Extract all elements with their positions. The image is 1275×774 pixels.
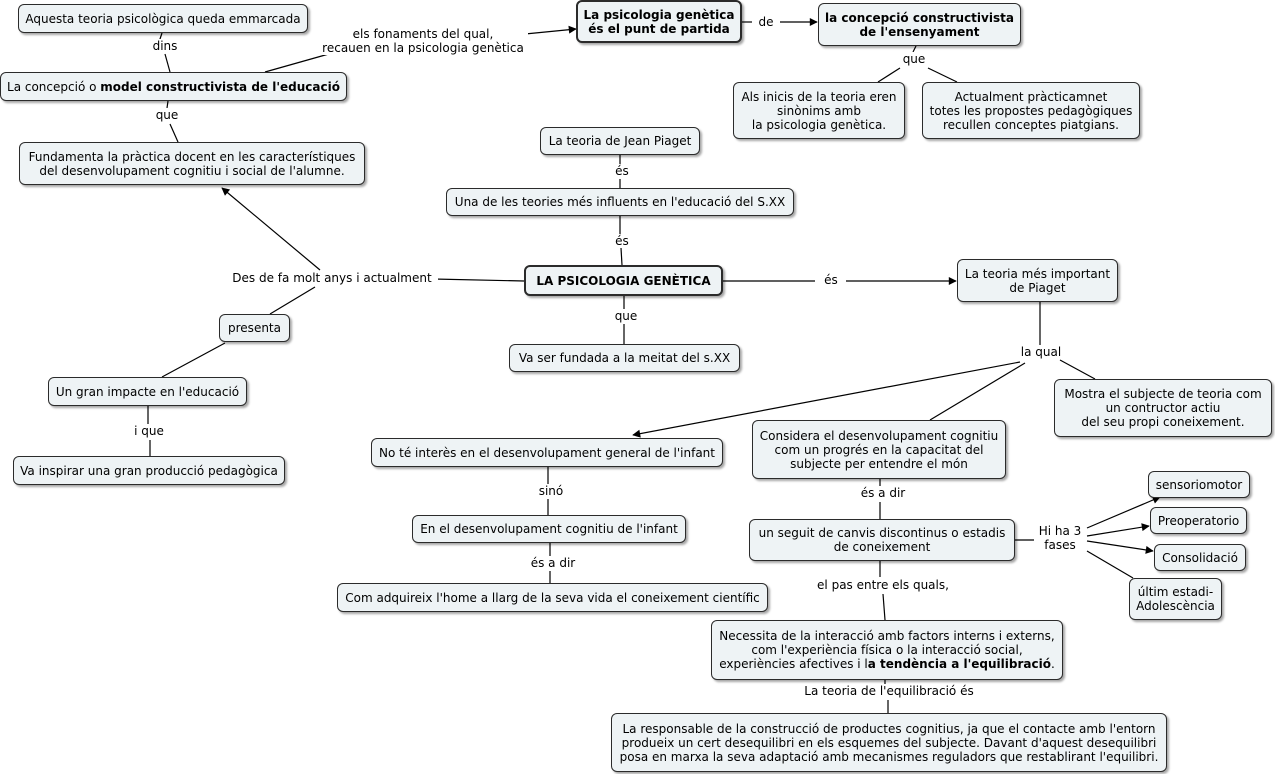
node-text: Necessita de la interacció amb factors i… bbox=[719, 629, 1055, 671]
edge-que-fundamenta bbox=[169, 123, 179, 143]
node-desenvolupament-cognitiu[interactable]: En el desenvolupament cognitiu de l'infa… bbox=[412, 515, 686, 543]
node-text: Va ser fundada a la meitat del s.XX bbox=[518, 351, 731, 365]
edge-model-que bbox=[166, 100, 169, 109]
node-text: Un gran impacte en l'educació bbox=[55, 384, 240, 399]
edge-laqual-considera bbox=[929, 362, 1026, 421]
node-text: Preoperatorio bbox=[1157, 513, 1240, 528]
edge-desde-presenta bbox=[269, 286, 316, 315]
link-label-es-piaget: és bbox=[608, 164, 636, 178]
node-canvis-discontinus[interactable]: un seguit de canvis discontinus o estadi… bbox=[749, 519, 1015, 561]
node-ultim-estadi[interactable]: últim estadi-Adolescència bbox=[1129, 578, 1222, 620]
node-text: No té interès en el desenvolupament gene… bbox=[378, 445, 715, 460]
node-text: últim estadi-Adolescència bbox=[1136, 585, 1215, 613]
node-text: LA PSICOLOGIA GENÈTICA bbox=[536, 273, 711, 288]
node-text: La concepció o model constructivista de … bbox=[7, 79, 340, 94]
node-psicologia-genetica[interactable]: LA PSICOLOGIA GENÈTICA bbox=[524, 265, 723, 296]
node-va-inspirar[interactable]: Va inspirar una gran producció pedagògic… bbox=[13, 456, 285, 485]
link-label-es-a-dir-canvis: és a dir bbox=[854, 486, 912, 500]
node-necessita[interactable]: Necessita de la interacció amb factors i… bbox=[711, 620, 1063, 680]
node-text: La responsable de la construcció de prod… bbox=[619, 721, 1159, 764]
edge-hiha-consolidacio bbox=[1086, 540, 1154, 554]
edge-hiha-preoperatorio bbox=[1086, 523, 1150, 537]
node-fundada[interactable]: Va ser fundada a la meitat del s.XX bbox=[509, 344, 740, 372]
edge-pas-necessita bbox=[882, 593, 886, 621]
edge-hiha-ultim bbox=[1086, 550, 1134, 579]
node-responsable[interactable]: La responsable de la construcció de prod… bbox=[611, 713, 1167, 772]
node-text: Aquesta teoria psicològica queda emmarca… bbox=[25, 11, 301, 26]
edge-fonaments-punt bbox=[524, 25, 577, 35]
edge-laqual-mostra bbox=[1059, 359, 1096, 380]
edge-presenta-impacte bbox=[161, 342, 226, 378]
node-text: Com adquireix l'home a llarg de la seva … bbox=[345, 590, 760, 605]
node-no-te-interes[interactable]: No té interès en el desenvolupament gene… bbox=[371, 438, 723, 467]
node-consolidacio[interactable]: Consolidació bbox=[1154, 544, 1246, 571]
link-label-la-qual: la qual bbox=[1014, 345, 1068, 359]
link-label-sino: sinó bbox=[532, 484, 570, 498]
link-label-equilibracio: La teoria de l'equilibració és bbox=[798, 684, 980, 698]
link-label-el-pas: el pas entre els quals, bbox=[812, 578, 954, 592]
edge-que-inicis bbox=[877, 67, 901, 83]
link-label-es-important: és bbox=[816, 273, 846, 287]
node-presenta[interactable]: presenta bbox=[219, 314, 290, 342]
node-com-adquireix[interactable]: Com adquireix l'home a llarg de la seva … bbox=[337, 583, 768, 612]
edge-que-actualment bbox=[927, 67, 958, 83]
link-label-de: de bbox=[752, 15, 780, 29]
link-label-que-fundada: que bbox=[608, 309, 644, 323]
node-aquesta-teoria[interactable]: Aquesta teoria psicològica queda emmarca… bbox=[18, 4, 308, 33]
edge-central-desde bbox=[432, 278, 525, 282]
edge-concepcio-que bbox=[912, 45, 917, 53]
edge-es-central bbox=[620, 247, 623, 266]
node-text: un seguit de canvis discontinus o estadi… bbox=[758, 526, 1006, 554]
link-label-es-influents: és bbox=[608, 234, 636, 248]
node-text: Consolidació bbox=[1162, 550, 1238, 565]
node-jean-piaget[interactable]: La teoria de Jean Piaget bbox=[540, 127, 700, 155]
node-teories-influents[interactable]: Una de les teories més influents en l'ed… bbox=[446, 188, 794, 216]
node-text: sensoriomotor bbox=[1155, 477, 1243, 492]
link-label-que-model: que bbox=[150, 108, 184, 122]
node-fundamenta[interactable]: Fundamenta la pràctica docent en les car… bbox=[19, 142, 365, 185]
link-label-fonaments: els fonaments del qual,recauen en la psi… bbox=[318, 27, 528, 55]
node-text: En el desenvolupament cognitiu de l'infa… bbox=[420, 522, 678, 536]
edge-desde-fundamenta bbox=[221, 187, 321, 271]
node-gran-impacte[interactable]: Un gran impacte en l'educació bbox=[48, 377, 247, 406]
node-text: Una de les teories més influents en l'ed… bbox=[454, 195, 786, 209]
link-label-i-que: i que bbox=[127, 424, 171, 438]
edge-hiha-sensoriomotor bbox=[1086, 496, 1161, 529]
node-text: presenta bbox=[228, 321, 281, 335]
link-label-que-concepcio: que bbox=[898, 52, 930, 66]
node-sensoriomotor[interactable]: sensoriomotor bbox=[1148, 471, 1250, 498]
node-text: La teoria de Jean Piaget bbox=[548, 134, 692, 148]
node-preoperatorio[interactable]: Preoperatorio bbox=[1150, 507, 1247, 534]
node-text: Va inspirar una gran producció pedagògic… bbox=[20, 463, 278, 478]
node-model-constructivista[interactable]: La concepció o model constructivista de … bbox=[0, 72, 347, 101]
node-text: Fundamenta la pràctica docent en les car… bbox=[28, 149, 356, 178]
edge-dins-model bbox=[164, 53, 171, 73]
link-label-des-de: Des de fa molt anys i actualment bbox=[226, 271, 438, 285]
link-label-dins: dins bbox=[148, 39, 182, 53]
edge-laqual-notinteres bbox=[632, 361, 1021, 438]
link-label-es-a-dir-cognitiu: és a dir bbox=[524, 556, 582, 570]
